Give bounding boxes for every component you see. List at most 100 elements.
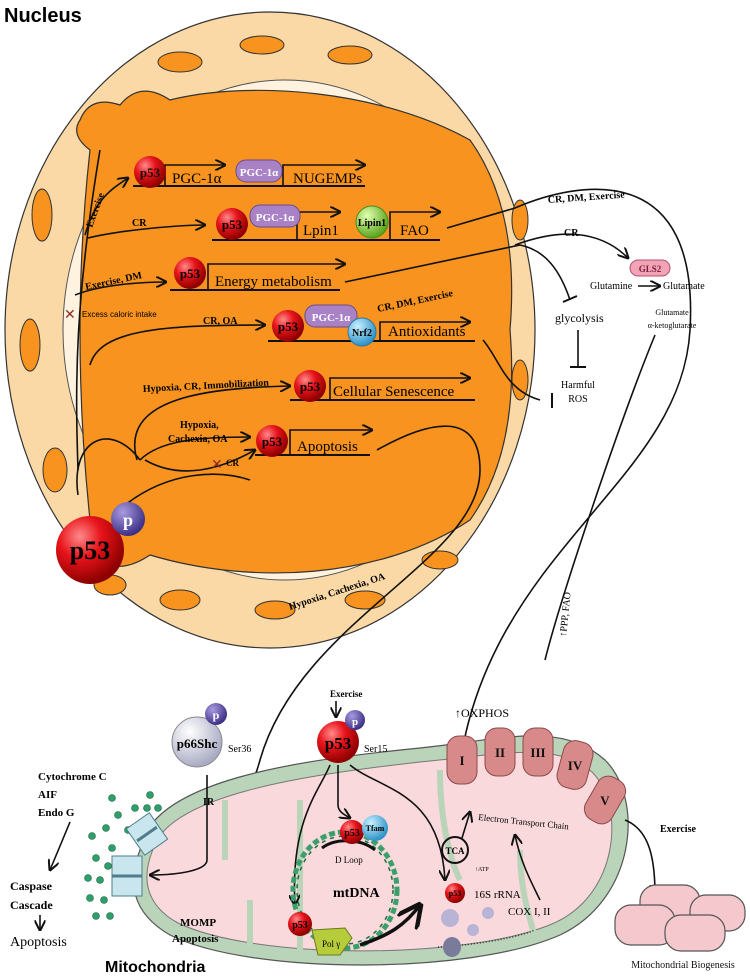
- complex-III: [522, 727, 554, 777]
- pgc1a-label: PGC-1α: [256, 212, 295, 224]
- x-mark-icon: ✕: [211, 456, 223, 472]
- target-label: FAO: [400, 223, 429, 239]
- mito-translation: p53 16S rRNA COX I, II: [437, 835, 551, 957]
- ser15-label: Ser15: [364, 744, 387, 755]
- glutamate-label: Glutamate: [663, 281, 705, 292]
- phosphate-group: [345, 710, 365, 730]
- p53-label: p53: [278, 319, 299, 334]
- atp-label: ↑ATP: [475, 867, 489, 873]
- pgc1a-label: PGC-1α: [240, 167, 279, 179]
- gls2-label: GLS2: [639, 264, 662, 274]
- p53-label: p53: [222, 217, 243, 232]
- p53-label: p53: [140, 165, 161, 180]
- endo-g-label: Endo G: [38, 807, 75, 819]
- nucleus-title: Nucleus: [4, 5, 82, 27]
- 16s-rrna-label: 16S rRNA: [474, 889, 521, 901]
- complex-label: II: [495, 745, 505, 760]
- d-loop-label: D Loop: [335, 855, 363, 865]
- p53-protein: [256, 425, 288, 457]
- ser36-label: Ser36: [228, 744, 251, 755]
- nrf2-protein: [347, 317, 377, 347]
- harmful-label: Harmful: [561, 380, 595, 391]
- cascade-label: Cascade: [10, 898, 53, 912]
- p53-label: p53: [449, 889, 461, 898]
- complex-label: III: [530, 745, 545, 760]
- pol-gamma: [311, 927, 353, 956]
- cr-dm-exercise-label: CR, DM, Exercise: [547, 190, 625, 206]
- pol-gamma-label: Pol γ: [322, 939, 340, 949]
- row-nugemps: p53 PGC-1α PGC-1α NUGEMPs Exercise: [84, 156, 365, 236]
- cytochrome-c-label: Cytochrome C: [38, 771, 107, 783]
- lipin1-label: Lipin1: [358, 218, 386, 229]
- stimulus-label: CR, OA: [203, 316, 238, 327]
- phosphate-label: p: [123, 510, 133, 530]
- p53-protein: [317, 721, 359, 763]
- p53-label: p53: [292, 920, 308, 931]
- p53-protein: [174, 257, 206, 289]
- mito-p53: Exercise p53 p Ser15: [294, 689, 445, 905]
- complex-label: IV: [568, 758, 583, 773]
- pgc1a-protein: [304, 304, 358, 328]
- cytosolic-p53: p53 p: [56, 438, 251, 584]
- p53-label: p53: [70, 536, 110, 565]
- momp-apoptosis-label: Apoptosis: [172, 933, 219, 945]
- row-antioxidants: CR, OA p53 PGC-1α Nrf2 Antioxidants: [89, 304, 553, 408]
- released-factors: [84, 791, 162, 920]
- stimulus-label: Cachexia, OA: [168, 434, 228, 445]
- p66shc-label: p66Shc: [177, 736, 218, 751]
- apoptosis-label: Apoptosis: [10, 935, 67, 950]
- x-mark-icon: ✕: [64, 306, 76, 322]
- cr-label: CR: [564, 228, 579, 239]
- p53-protein: [56, 516, 124, 584]
- gene-label: Lpin1: [303, 223, 339, 239]
- p53-protein: [445, 883, 465, 903]
- p53-label: p53: [300, 379, 321, 394]
- ir-label: IR: [203, 797, 215, 808]
- complex-label: I: [459, 753, 464, 768]
- complex-V: [583, 775, 627, 825]
- excess-label: Excess caloric intake: [82, 310, 157, 319]
- ribosome: [443, 937, 461, 957]
- p53-protein: [294, 370, 326, 402]
- phosphate-label: p: [213, 708, 220, 722]
- p53-protein: [340, 820, 364, 844]
- cox-label: COX I, II: [508, 906, 551, 918]
- mtdna-label: mtDNA: [333, 886, 381, 901]
- row-fao: CR p53 PGC-1α Lpin1 Lipin1 FAO: [87, 188, 692, 840]
- akg-label: α-ketoglutarate: [648, 321, 697, 330]
- mitochondria-title: Mitochondria: [105, 959, 206, 976]
- p53-label: p53: [325, 734, 351, 753]
- p53-protein: [272, 310, 304, 342]
- gene-label: PGC-1α: [172, 171, 222, 187]
- ros-label: ROS: [568, 394, 587, 405]
- pgc1a-protein: [235, 159, 283, 183]
- mtdna-complex: p53 Tfam D Loop mtDNA p53 Pol γ: [288, 815, 420, 956]
- p66shc-complex: p66Shc p Ser36 IR: [150, 703, 251, 875]
- p53-label: p53: [262, 434, 283, 449]
- p53-protein: [134, 156, 166, 188]
- inhibitor-label: CR: [226, 458, 239, 468]
- target-label: Energy metabolism: [215, 274, 332, 290]
- p53-label: p53: [344, 828, 360, 839]
- target-label: Cellular Senescence: [333, 384, 455, 400]
- stimulus-label: CR: [132, 218, 147, 229]
- p66shc-protein: [171, 716, 223, 768]
- lipin1-protein: [355, 205, 389, 239]
- membrane-channel: [111, 812, 169, 897]
- complex-IV: [556, 740, 594, 790]
- tfam-protein: [362, 815, 388, 841]
- exercise-label: Exercise: [330, 689, 362, 699]
- target-label: Antioxidants: [388, 324, 466, 340]
- glutamate-label: Glutamate: [655, 308, 689, 317]
- mitochondrial-biogenesis: Mitochondrial Biogenesis: [614, 884, 746, 971]
- pgc1a-protein: [249, 204, 301, 228]
- phosphate-label: p: [352, 716, 358, 728]
- aif-label: AIF: [38, 789, 57, 801]
- phosphate-group: [111, 502, 145, 536]
- phosphate-group: [205, 703, 227, 725]
- target-label: Apoptosis: [297, 439, 358, 455]
- biogenesis-label: Mitochondrial Biogenesis: [631, 960, 735, 971]
- p53-protein: [216, 208, 248, 240]
- nrf2-label: Nrf2: [352, 328, 372, 339]
